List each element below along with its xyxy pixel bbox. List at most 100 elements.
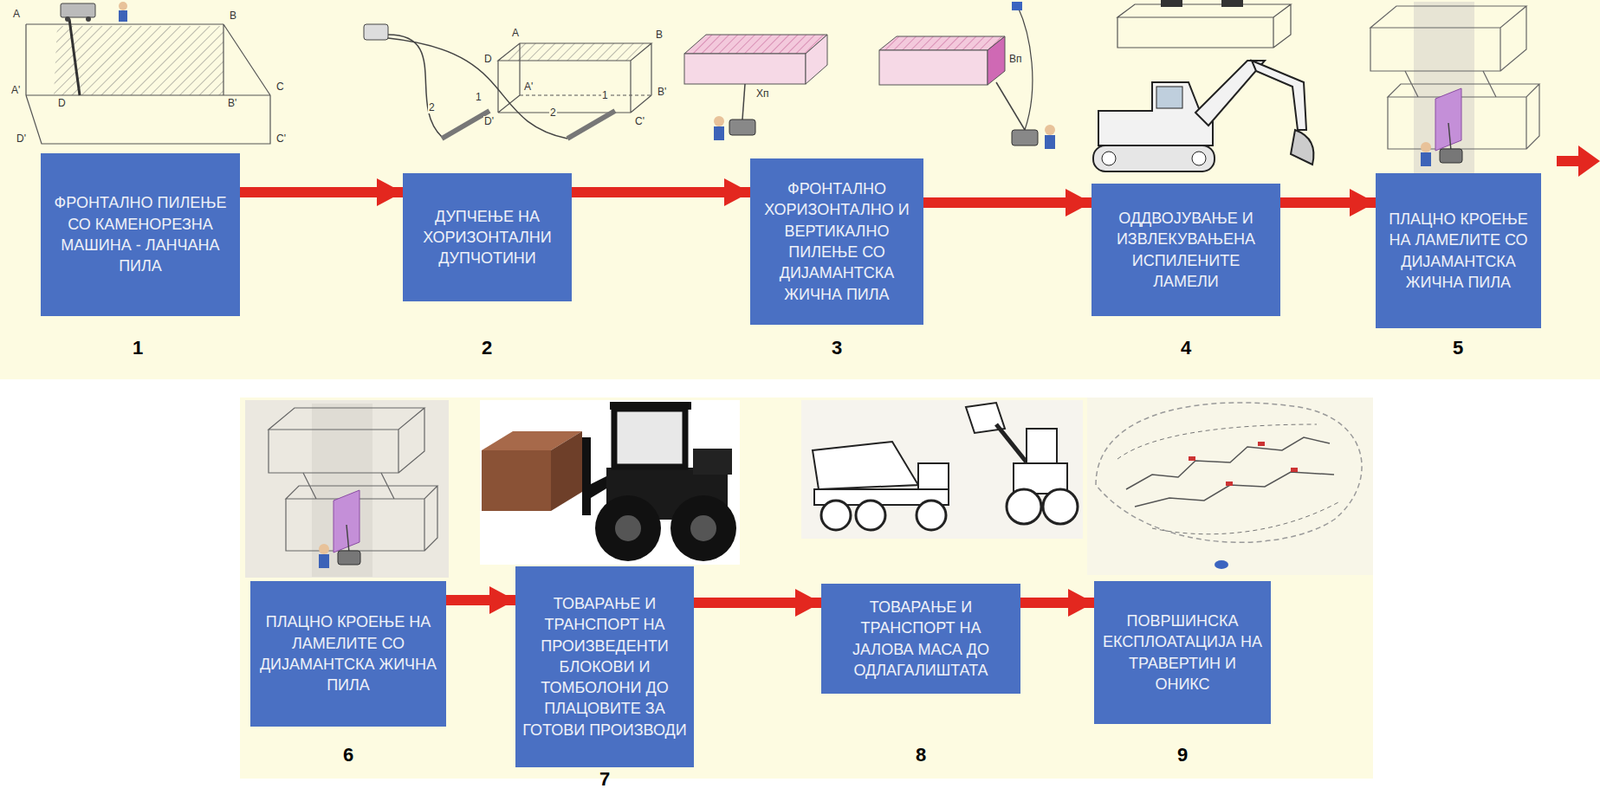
- process-box: ФРОНТАЛНО ПИЛЕЊЕ СО КАМЕНОРЕЗНА МАШИНА -…: [40, 153, 240, 317]
- cable: [1017, 6, 1033, 130]
- step-number: 5: [1440, 337, 1476, 359]
- flow-arrow: [1020, 597, 1095, 609]
- block-face: [684, 53, 806, 85]
- excavator-bucket: [1290, 129, 1314, 165]
- wheel-hub: [690, 515, 717, 542]
- continue-arrow: [1556, 145, 1600, 177]
- box-text: ПЛАЦНО КРОЕЊЕ НА ЛАМЕЛИТЕ СО ДИЈАМАНТСКА…: [1382, 208, 1535, 293]
- excavator-boom: [1195, 60, 1265, 126]
- block-face: [805, 34, 828, 85]
- wire-saw-machine: [1011, 129, 1038, 146]
- machine-wheel: [64, 16, 71, 22]
- box-text: ФРОНТАЛНО ПИЛЕЊЕ СО КАМЕНОРЕЗНА МАШИНА -…: [47, 192, 234, 277]
- box-text: ПОВРШИНСКА ЕКСПЛОАТАЦИЈА НА ТРАВЕРТИН И …: [1101, 610, 1264, 695]
- point-letter: A: [511, 27, 520, 39]
- point-letter: A': [523, 81, 534, 93]
- point-letter: Вп: [1008, 53, 1024, 65]
- point-letter: A: [12, 8, 21, 20]
- worker-head: [1044, 124, 1056, 136]
- loader-cab: [1026, 428, 1057, 464]
- point-letter: Хп: [755, 88, 771, 100]
- hatched-face: [684, 34, 828, 54]
- point-letter: D: [57, 97, 67, 110]
- cab-roof: [609, 401, 692, 410]
- chain-saw-machine: [60, 3, 96, 18]
- panel-ground: [479, 400, 740, 565]
- machine-mark: [1188, 456, 1196, 461]
- box-text: ТОВАРАЊЕ И ТРАНСПОРТ НА ПРОИЗВЕДЕНТИ БЛО…: [522, 593, 687, 741]
- wheel: [1006, 489, 1042, 525]
- step-number: 7: [587, 769, 622, 791]
- step-number: 9: [1165, 744, 1200, 766]
- hatched-face: [879, 36, 1005, 51]
- flow-arrow: [923, 197, 1092, 208]
- point-letter: 2: [549, 107, 558, 119]
- lift-hook: [1221, 0, 1244, 7]
- hidden-edge: [519, 95, 652, 97]
- lamella-block: [1117, 4, 1291, 48]
- cab-window: [614, 408, 686, 467]
- process-box: ПОВРШИНСКА ЕКСПЛОАТАЦИЈА НА ТРАВЕРТИН И …: [1094, 581, 1271, 725]
- point-letter: 1: [601, 90, 609, 102]
- process-box: ОДДВОЈУВАЊЕ И ИЗВЛЕКУВАЊЕНА ИСПИЛЕНИТЕ Л…: [1091, 183, 1281, 317]
- machine-mark: [1290, 467, 1298, 473]
- step-number: 8: [903, 744, 939, 766]
- wire-saw-machine: [729, 119, 756, 136]
- point-letter: D: [483, 53, 493, 65]
- bench-line: [1134, 472, 1335, 507]
- top-row-ground: [0, 0, 1600, 380]
- worker-body: [713, 126, 725, 141]
- drill: [441, 110, 490, 139]
- point-letter: 2: [427, 102, 436, 114]
- pit-outline: [1095, 402, 1362, 543]
- stone-block: [550, 431, 583, 512]
- stone-block: [481, 450, 551, 512]
- wheel-hub: [615, 515, 642, 542]
- process-box: ТОВАРАЊЕ И ТРАНСПОРТ НА ПРОИЗВЕДЕНТИ БЛО…: [515, 566, 694, 768]
- cab-window: [1156, 86, 1183, 109]
- panel-ground: [1087, 397, 1374, 576]
- worker-body: [1044, 135, 1056, 149]
- excavator-arm: [1251, 60, 1307, 130]
- cut-face: [987, 36, 1005, 85]
- block-outline: [25, 24, 271, 144]
- machine-mark: [1257, 441, 1265, 447]
- wheel: [1042, 489, 1078, 525]
- saw-cut: [69, 19, 80, 96]
- point-letter: C': [634, 116, 646, 128]
- hose: [388, 34, 442, 137]
- track-wheel: [1101, 151, 1116, 166]
- cab-frame: [614, 408, 686, 467]
- step-number: 6: [330, 744, 366, 766]
- fork-plate: [582, 437, 591, 516]
- process-box: ФРОНТАЛНО ХОРИЗОНТАЛНО И ВЕРТИКАЛНО ПИЛЕ…: [750, 158, 924, 325]
- box-text: ОДДВОЈУВАЊЕ И ИЗВЛЕКУВАЊЕНА ИСПИЛЕНИТЕ Л…: [1098, 207, 1274, 292]
- point-letter: A': [10, 84, 21, 97]
- point-letter: B: [654, 29, 664, 41]
- machine-mark: [1225, 481, 1233, 486]
- flow-arrow: [693, 597, 822, 609]
- panel-ground: [245, 400, 449, 578]
- flow-arrow: [571, 187, 751, 198]
- wheel: [916, 500, 946, 531]
- wheel: [855, 500, 886, 531]
- excavator-track: [1093, 145, 1215, 172]
- hose: [388, 38, 568, 139]
- step-number: 1: [120, 337, 156, 359]
- lift-hook: [1160, 0, 1183, 7]
- step-number: 2: [469, 337, 505, 359]
- wheel: [821, 500, 851, 531]
- compressor: [363, 24, 389, 40]
- track-wheel: [1191, 151, 1206, 166]
- worker-head: [118, 1, 128, 11]
- wire-saw-sketch: [1370, 1, 1540, 175]
- engine-hood: [693, 448, 732, 475]
- process-box: ДУПЧЕЊЕ НА ХОРИЗОНТАЛНИ ДУПЧОТИНИ: [402, 173, 572, 302]
- haul-road: [1117, 424, 1317, 460]
- box-text: ПЛАЦНО КРОЕЊЕ НА ЛАМЕЛИТЕ СО ДИЈАМАНТСКА…: [257, 611, 440, 696]
- worker-head: [713, 116, 725, 127]
